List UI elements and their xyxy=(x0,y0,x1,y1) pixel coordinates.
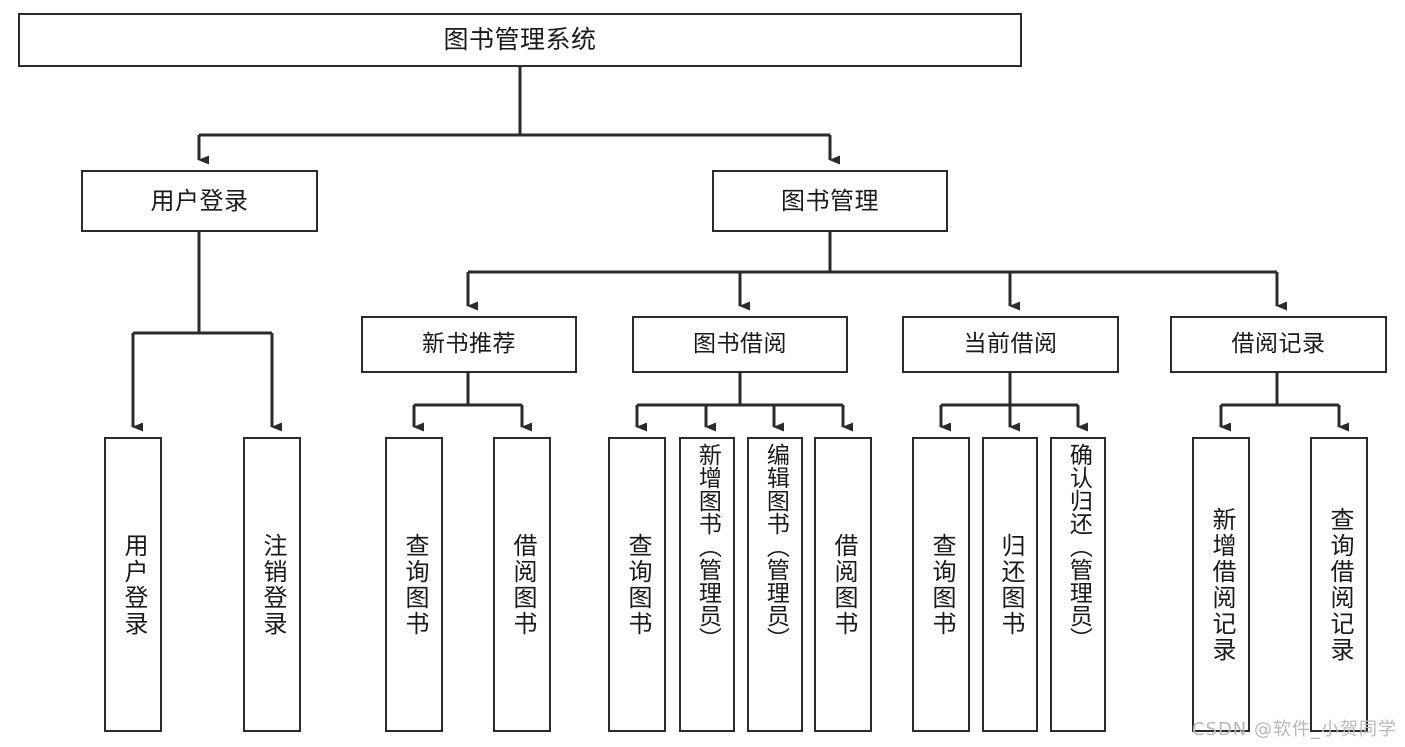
node-user-login[interactable]: 用户登录 xyxy=(81,170,318,232)
node-borrow-record[interactable]: 借阅记录 xyxy=(1170,316,1387,373)
node-leaf-logout-label: 注销登录 xyxy=(258,532,287,637)
node-root-system-label: 图书管理系统 xyxy=(443,25,597,54)
node-new-book-recommend-label: 新书推荐 xyxy=(422,330,516,357)
node-leaf-query-record-label: 查询借阅记录 xyxy=(1325,506,1354,663)
node-book-borrow-label: 图书借阅 xyxy=(693,330,787,357)
node-leaf-user-login-label: 用户登录 xyxy=(119,532,148,637)
node-leaf-query-record[interactable]: 查询借阅记录 xyxy=(1310,437,1368,732)
node-leaf-logout[interactable]: 注销登录 xyxy=(243,437,301,732)
node-leaf-query-book-1-label: 查询图书 xyxy=(400,532,429,637)
csdn-watermark: CSDN @软件_小贺同学 xyxy=(1191,719,1397,740)
node-user-login-label: 用户登录 xyxy=(150,186,249,215)
node-leaf-add-book[interactable]: 新增图书（管理员） xyxy=(679,437,735,732)
node-leaf-edit-book[interactable]: 编辑图书（管理员） xyxy=(747,437,803,732)
node-leaf-add-record-label: 新增借阅记录 xyxy=(1207,506,1236,663)
node-current-borrow-label: 当前借阅 xyxy=(963,330,1058,357)
node-leaf-borrow-book-2[interactable]: 借阅图书 xyxy=(814,437,872,732)
node-leaf-query-book-1[interactable]: 查询图书 xyxy=(385,437,443,732)
node-book-manage-label: 图书管理 xyxy=(781,186,879,215)
node-leaf-borrow-book-1-label: 借阅图书 xyxy=(508,532,537,637)
node-leaf-user-login[interactable]: 用户登录 xyxy=(104,437,162,732)
node-book-manage[interactable]: 图书管理 xyxy=(712,170,948,232)
node-leaf-add-book-label: 新增图书（管理员） xyxy=(694,443,721,650)
node-leaf-return-book-label: 归还图书 xyxy=(996,532,1025,637)
node-leaf-query-book-2-label: 查询图书 xyxy=(623,532,652,637)
node-leaf-add-record[interactable]: 新增借阅记录 xyxy=(1192,437,1250,732)
node-leaf-query-book-3[interactable]: 查询图书 xyxy=(912,437,970,732)
node-leaf-confirm-return[interactable]: 确认归还（管理员） xyxy=(1050,437,1106,732)
node-leaf-borrow-book-1[interactable]: 借阅图书 xyxy=(493,437,551,732)
node-new-book-recommend[interactable]: 新书推荐 xyxy=(361,316,577,373)
node-leaf-edit-book-label: 编辑图书（管理员） xyxy=(762,443,789,650)
node-current-borrow[interactable]: 当前借阅 xyxy=(902,316,1119,373)
node-root-system[interactable]: 图书管理系统 xyxy=(18,13,1022,67)
node-borrow-record-label: 借阅记录 xyxy=(1231,330,1326,357)
node-leaf-return-book[interactable]: 归还图书 xyxy=(982,437,1038,732)
node-leaf-query-book-2[interactable]: 查询图书 xyxy=(608,437,666,732)
node-leaf-borrow-book-2-label: 借阅图书 xyxy=(829,532,858,637)
node-leaf-confirm-return-label: 确认归还（管理员） xyxy=(1065,443,1092,650)
node-book-borrow[interactable]: 图书借阅 xyxy=(632,316,848,373)
node-leaf-query-book-3-label: 查询图书 xyxy=(927,532,956,637)
